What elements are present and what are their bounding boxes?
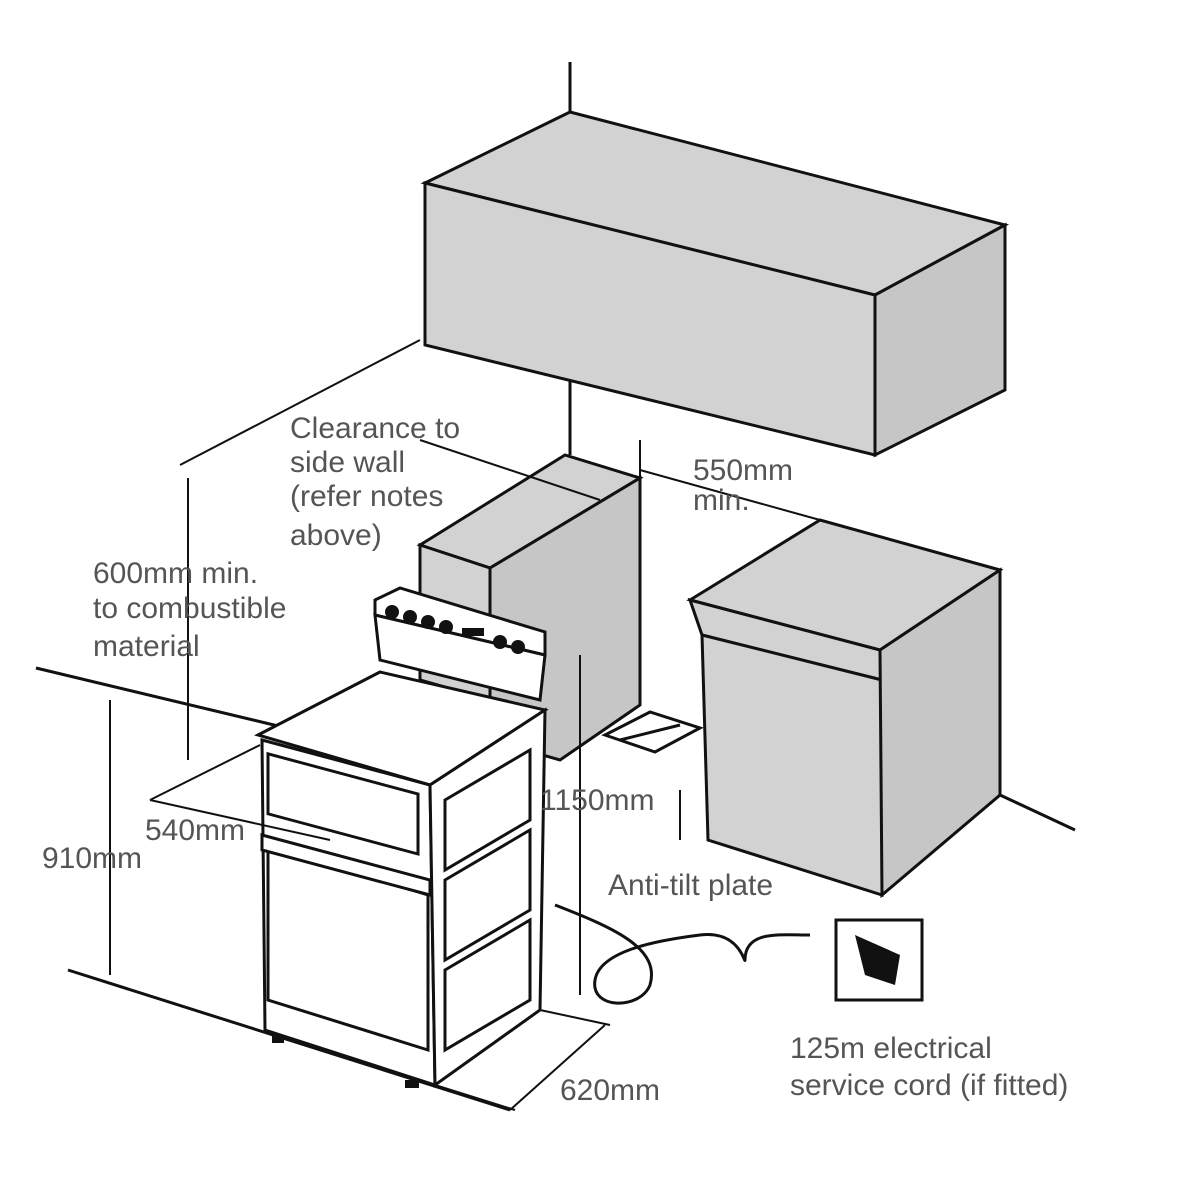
- upper-cabinet: [420, 110, 1010, 458]
- bench-height-label: 1150mm: [540, 784, 655, 817]
- right-base-cabinet: [686, 518, 1004, 899]
- clearance-label-2: side wall: [290, 446, 405, 479]
- height-label: 910mm: [42, 842, 142, 875]
- freestanding-cooker: [253, 586, 549, 1088]
- combustible-label-1: 600mm min.: [93, 557, 258, 590]
- combustible-label-2: to combustible: [93, 592, 286, 625]
- service-cord: [554, 903, 924, 1005]
- dimension-lines: [109, 339, 821, 1111]
- anti-tilt-plate: [601, 710, 704, 754]
- cord-label-1: 125m electrical: [790, 1032, 992, 1065]
- cord-label-2: service cord (if fitted): [790, 1069, 1068, 1102]
- top-clearance-label-2: min.: [693, 484, 750, 517]
- floor-wall-line-right: [999, 793, 1076, 832]
- combustible-label-3: material: [93, 630, 200, 663]
- clearance-label-3: (refer notes: [290, 480, 443, 513]
- top-clearance-label-1: 550mm: [693, 454, 793, 487]
- anti-tilt-label: Anti-tilt plate: [608, 869, 773, 902]
- depth-label: 540mm: [145, 814, 245, 847]
- clearance-label-4: above): [290, 519, 382, 552]
- clearance-label-1: Clearance to: [290, 412, 460, 445]
- width-label: 620mm: [560, 1074, 660, 1107]
